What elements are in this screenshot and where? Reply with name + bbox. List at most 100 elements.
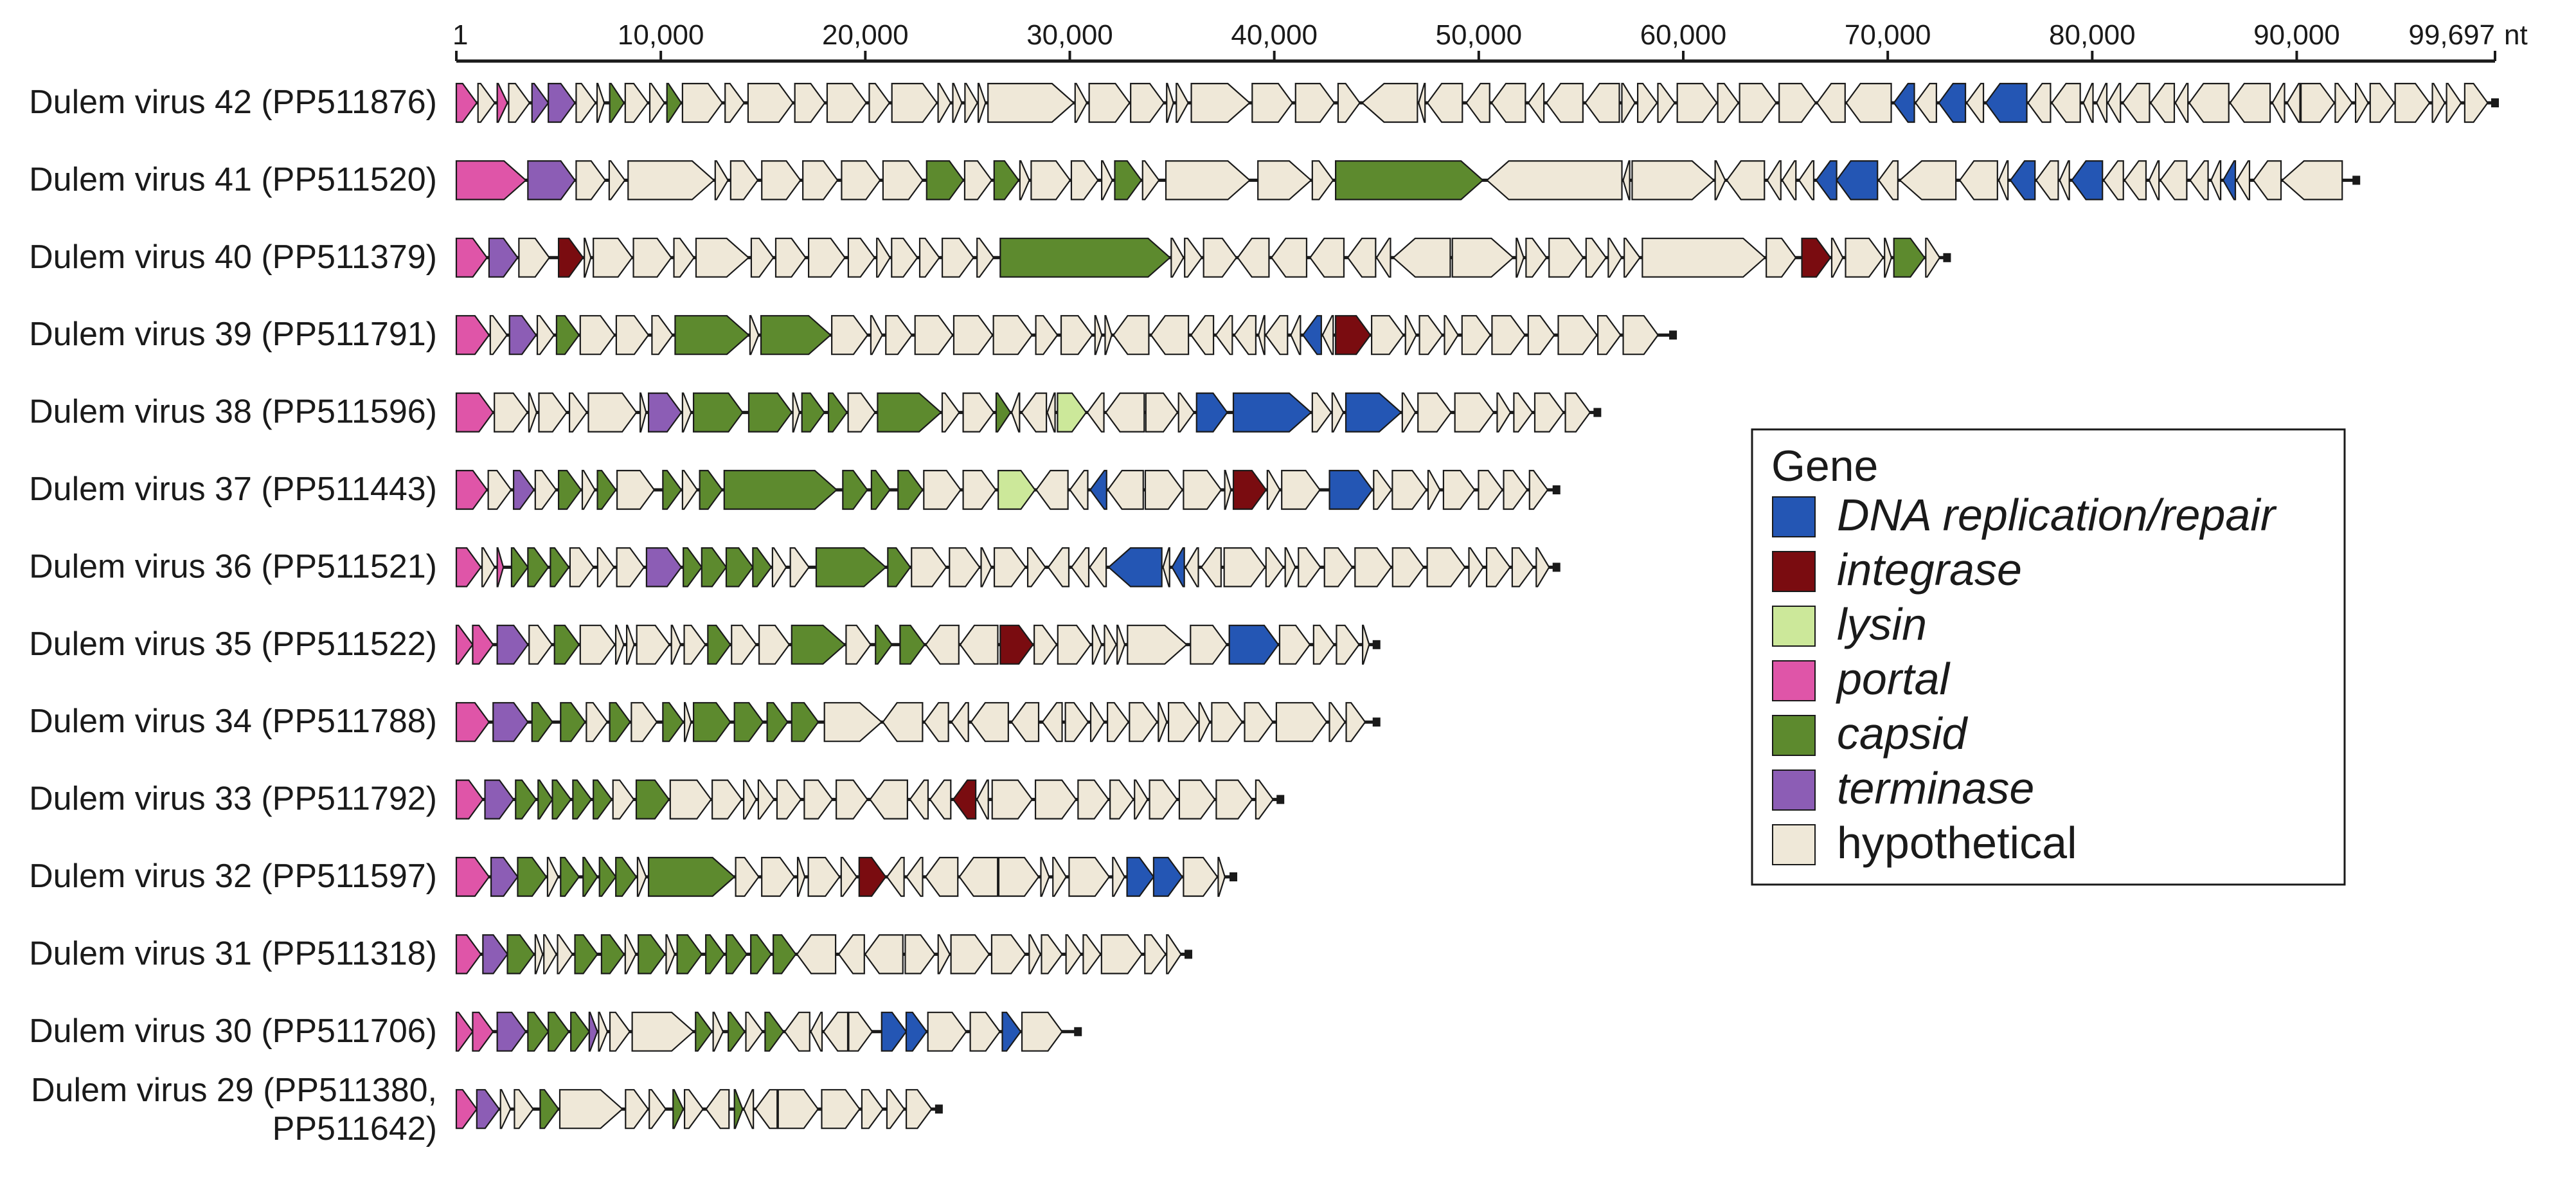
gene-cap-arrow	[557, 469, 582, 510]
gene-hyp-arrow	[596, 82, 605, 123]
gene-cap-arrow	[995, 392, 1012, 433]
gene-hyp-arrow	[636, 624, 670, 665]
gene-cap-arrow	[506, 934, 535, 975]
gene-cap-arrow	[582, 856, 598, 897]
gene-hyp-arrow	[962, 392, 995, 433]
genome-label: Dulem virus 33 (PP511792)	[29, 780, 437, 818]
gene-hyp-arrow	[557, 934, 574, 975]
gene-hyp-arrow	[1485, 160, 1623, 201]
gene-por-arrow	[455, 547, 482, 588]
gene-cap-arrow	[593, 779, 613, 820]
gene-hyp-arrow	[1150, 315, 1190, 356]
gene-cap-arrow	[527, 547, 550, 588]
gene-hyp-arrow	[1130, 82, 1165, 123]
gene-hyp-arrow	[683, 702, 692, 742]
gene-ter-arrow	[508, 315, 537, 356]
gene-hyp-arrow	[836, 779, 868, 820]
scale-tick-label: 10,000	[618, 19, 704, 51]
gene-cap-arrow	[647, 856, 736, 897]
genome-row: Dulem virus 30 (PP511706)	[29, 1011, 1082, 1052]
gene-hyp-arrow	[596, 547, 615, 588]
gene-hyp-arrow	[1545, 82, 1584, 123]
gene-dna-arrow	[2222, 160, 2237, 201]
gene-hyp-arrow	[1816, 82, 1846, 123]
gene-hyp-arrow	[1290, 315, 1301, 356]
genome-row: Dulem virus 37 (PP511443)	[29, 469, 1561, 510]
gene-hyp-arrow	[1074, 82, 1088, 123]
gene-hyp-arrow	[575, 160, 607, 201]
gene-hyp-arrow	[1899, 160, 1957, 201]
gene-hyp-arrow	[1321, 315, 1334, 356]
genome-end-marker	[1074, 1027, 1082, 1036]
gene-hyp-arrow	[937, 82, 952, 123]
gene-hyp-arrow	[627, 160, 715, 201]
gene-dna-arrow	[1001, 1011, 1022, 1052]
gene-ter-arrow	[527, 160, 576, 201]
gene-hyp-arrow	[2148, 160, 2160, 201]
gene-ter-arrow	[476, 1089, 501, 1130]
gene-hyp-arrow	[796, 856, 806, 897]
gene-por-arrow	[455, 856, 490, 897]
gene-dna-arrow	[1089, 469, 1107, 510]
gene-cap-arrow	[887, 547, 911, 588]
gene-hyp-arrow	[2235, 160, 2251, 201]
gene-hyp-arrow	[625, 624, 635, 665]
gene-hyp-arrow	[639, 392, 647, 433]
gene-hyp-arrow	[1641, 237, 1766, 278]
gene-hyp-arrow	[528, 392, 538, 433]
gene-hyp-arrow	[1082, 934, 1102, 975]
gene-hyp-arrow	[1141, 160, 1160, 201]
gene-hyp-arrow	[546, 856, 559, 897]
genome-end-marker	[2352, 176, 2361, 185]
scale-tick-label: 20,000	[822, 19, 909, 51]
gene-hyp-arrow	[1766, 160, 1782, 201]
gene-hyp-arrow	[1010, 392, 1021, 433]
gene-hyp-arrow	[750, 237, 774, 278]
gene-cap-arrow	[598, 856, 617, 897]
gene-hyp-arrow	[1203, 237, 1238, 278]
gene-hyp-arrow	[489, 315, 508, 356]
gene-dna-arrow	[905, 1011, 928, 1052]
genome-row: Dulem virus 32 (PP511597)	[29, 856, 1238, 897]
gene-cap-arrow	[609, 82, 625, 123]
gene-hyp-arrow	[579, 624, 616, 665]
gene-hyp-arrow	[1311, 392, 1332, 433]
gene-hyp-arrow	[575, 82, 596, 123]
gene-ter-arrow	[645, 547, 683, 588]
gene-hyp-arrow	[1375, 237, 1391, 278]
gene-hyp-arrow	[1217, 856, 1226, 897]
gene-hyp-arrow	[841, 160, 881, 201]
gene-hyp-arrow	[669, 779, 712, 820]
gene-hyp-arrow	[612, 779, 635, 820]
gene-hyp-arrow	[614, 624, 625, 665]
gene-hyp-arrow	[802, 160, 839, 201]
gene-hyp-arrow	[683, 1089, 704, 1130]
gene-hyp-arrow	[683, 624, 706, 665]
legend-swatch-int	[1772, 551, 1816, 592]
gene-hyp-arrow	[2334, 82, 2353, 123]
gene-hyp-arrow	[1244, 702, 1274, 742]
legend-swatch-ter	[1772, 770, 1816, 811]
gene-cap-arrow	[728, 1011, 746, 1052]
gene-hyp-arrow	[1060, 315, 1093, 356]
gene-cap-arrow	[548, 1011, 570, 1052]
gene-hyp-arrow	[745, 1011, 764, 1052]
gene-cap-arrow	[570, 1011, 591, 1052]
gene-cap-arrow	[683, 547, 703, 588]
gene-hyp-arrow	[1170, 237, 1185, 278]
gene-hyp-arrow	[1255, 779, 1275, 820]
genome-row: Dulem virus 36 (PP511521)	[29, 547, 1561, 588]
gene-hyp-arrow	[1200, 547, 1222, 588]
scale-tick-label: 30,000	[1026, 19, 1113, 51]
genome-label: Dulem virus 37 (PP511443)	[29, 471, 437, 508]
gene-hyp-arrow	[1426, 547, 1466, 588]
genome-label: Dulem virus 41 (PP511520)	[29, 161, 437, 198]
gene-dna-arrow	[2009, 160, 2036, 201]
gene-hyp-arrow	[2082, 82, 2094, 123]
gene-hyp-arrow	[681, 469, 699, 510]
gene-por-arrow	[455, 237, 488, 278]
gene-hyp-arrow	[587, 392, 638, 433]
gene-hyp-arrow	[1265, 547, 1284, 588]
gene-hyp-arrow	[845, 624, 872, 665]
gene-cap-arrow	[723, 469, 838, 510]
